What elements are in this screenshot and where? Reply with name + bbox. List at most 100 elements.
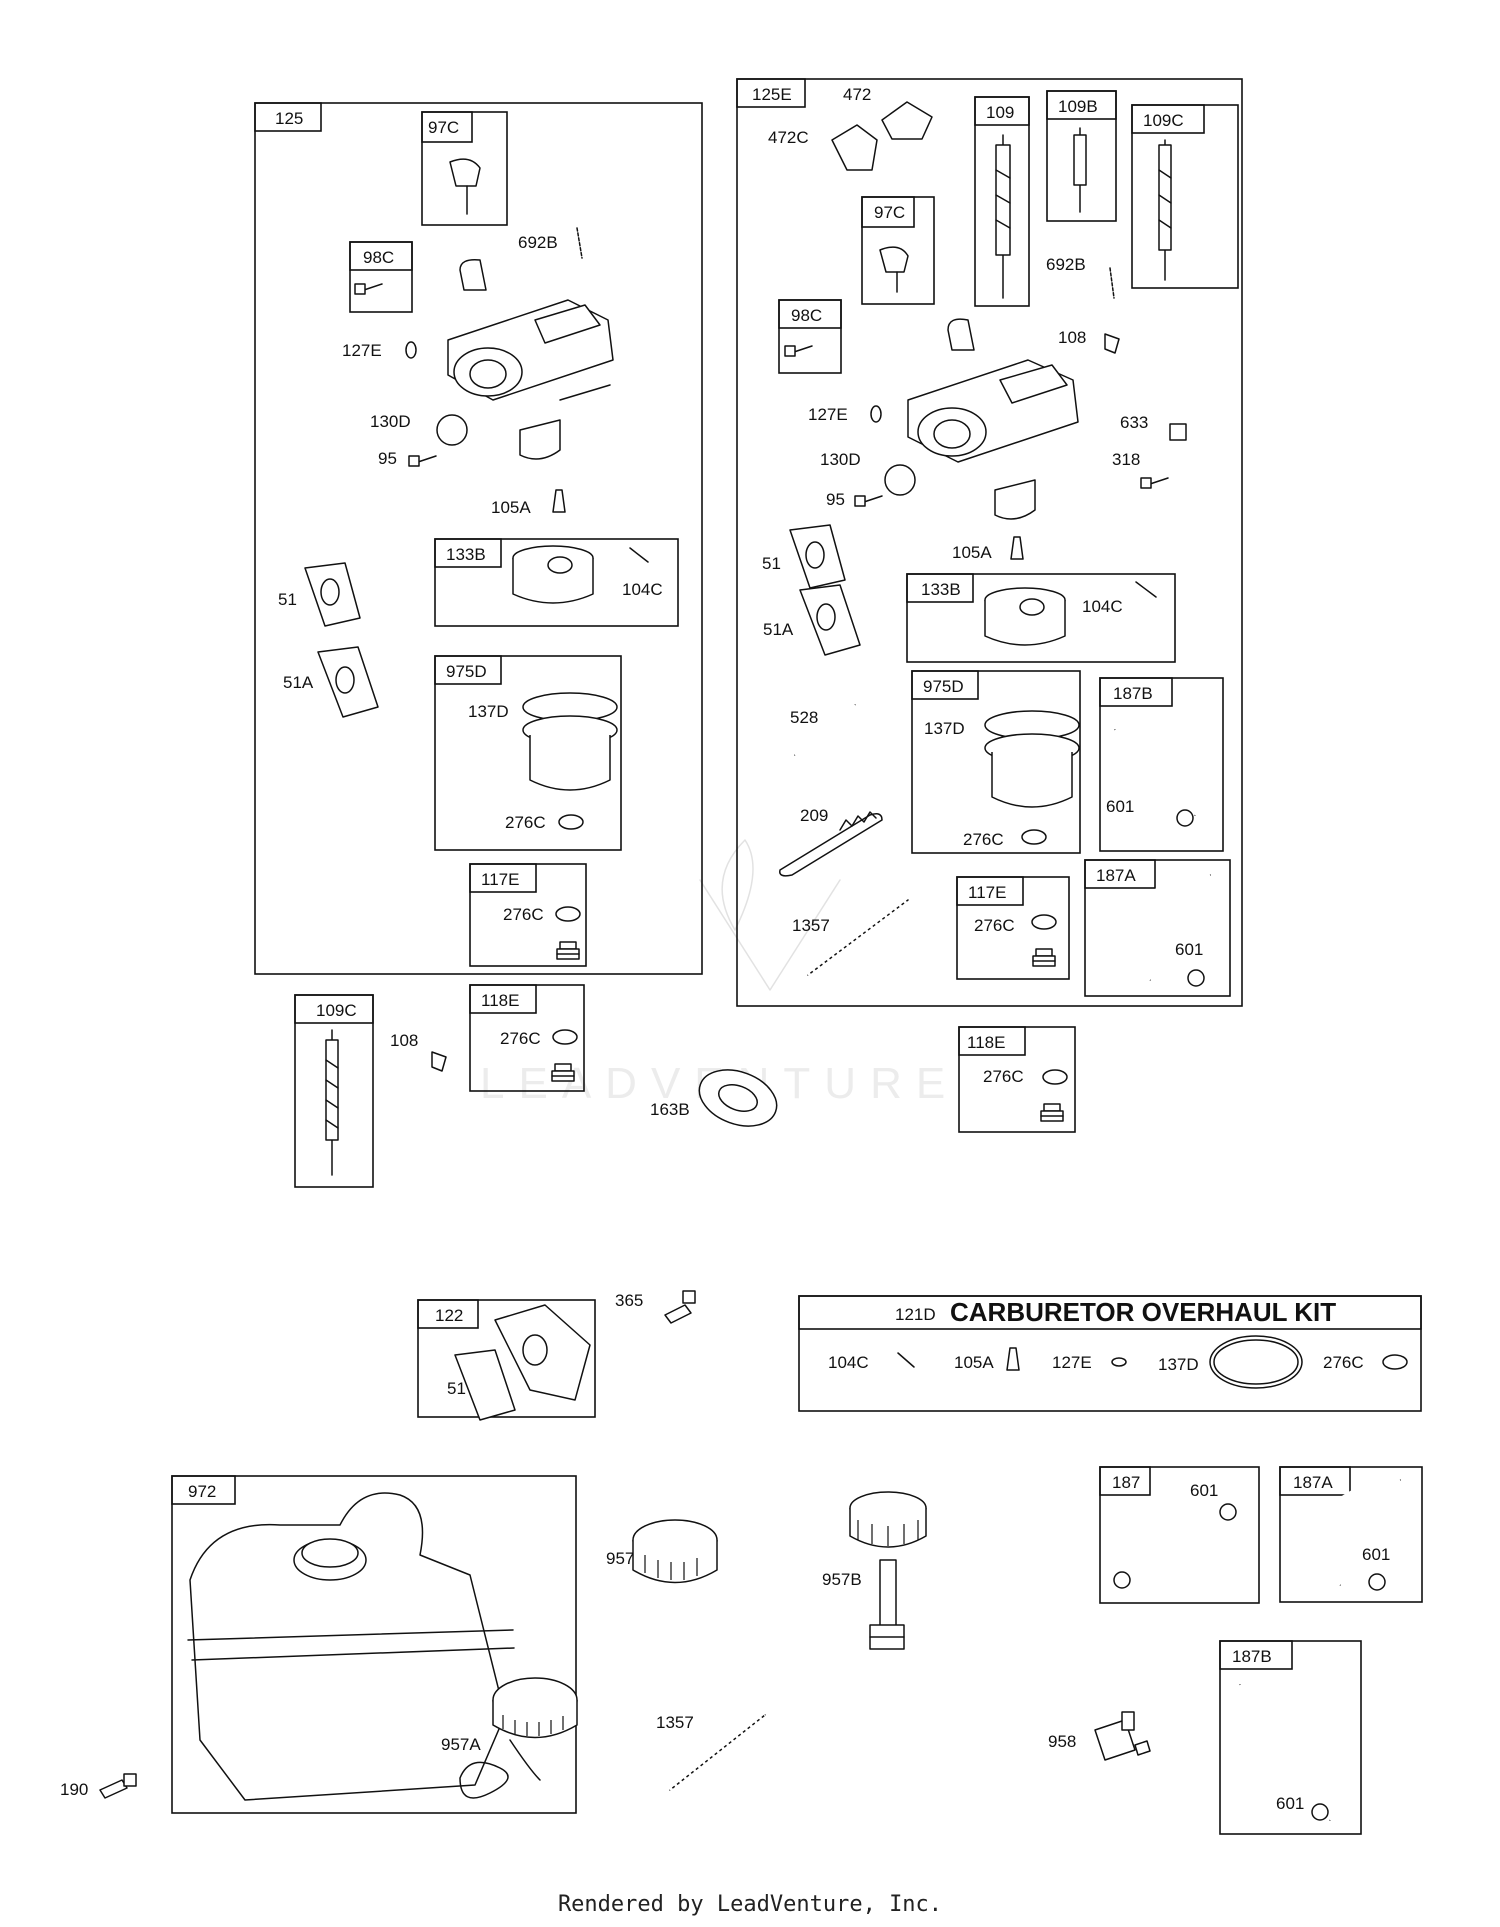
callout-104c: 104C	[828, 1353, 869, 1372]
gasket-part	[799, 584, 861, 656]
callout-957: 957	[606, 1549, 634, 1568]
fuel-line-part	[794, 704, 857, 757]
plug-part	[556, 941, 580, 960]
group-125-frame	[254, 102, 703, 975]
o-ring-part	[405, 341, 417, 359]
clamp-part	[1219, 1503, 1237, 1521]
choke-lever-part	[879, 246, 909, 293]
callout-276c: 276C	[974, 916, 1015, 935]
callout-601: 601	[1362, 1545, 1390, 1564]
callout-box-133b	[434, 538, 679, 627]
callout-318: 318	[1112, 450, 1140, 469]
screw-part	[854, 495, 883, 507]
callout-1357: 1357	[656, 1713, 694, 1732]
callout-box-122	[417, 1299, 596, 1418]
callout-127e: 127E	[808, 405, 848, 424]
group-125e-label: 125E	[752, 85, 792, 104]
pin-part	[897, 1352, 915, 1368]
callout-133b: 133B	[446, 545, 486, 564]
callout-118e: 118E	[481, 991, 519, 1010]
callout-127e: 127E	[1052, 1353, 1092, 1372]
callout-109b: 109B	[1058, 97, 1098, 116]
callout-105a: 105A	[491, 498, 531, 517]
callout-box-133b-2	[906, 573, 1176, 663]
gasket-part	[789, 524, 846, 589]
callout-975d: 975D	[446, 662, 487, 681]
callout-box-975d	[434, 655, 622, 851]
callout-108: 108	[390, 1031, 418, 1050]
screw-part	[354, 283, 383, 295]
callout-601: 601	[1276, 1794, 1304, 1813]
callout-95: 95	[378, 449, 397, 468]
fuel-cap-part	[459, 1677, 578, 1799]
spring-part	[779, 813, 883, 877]
float-part	[512, 545, 594, 604]
o-ring-part	[870, 405, 882, 423]
callout-601: 601	[1106, 797, 1134, 816]
cover-part	[831, 124, 878, 171]
callout-190: 190	[60, 1780, 88, 1799]
pump-part	[995, 134, 1011, 299]
o-ring-part	[1111, 1357, 1127, 1367]
callout-209: 209	[800, 806, 828, 825]
footer-credit: Rendered by LeadVenture, Inc.	[557, 1892, 943, 1917]
callout-692b: 692B	[1046, 255, 1086, 274]
callout-121d: 121D	[895, 1305, 936, 1324]
washer-part	[555, 906, 581, 922]
callout-51: 51	[447, 1379, 466, 1398]
gasket-part	[304, 562, 361, 627]
throttle-plate-part	[436, 414, 468, 446]
carburetor-assembly-part	[907, 318, 1079, 520]
float-bowl-part	[984, 710, 1080, 808]
spacer-part	[494, 1304, 591, 1401]
gasket-part	[698, 1069, 778, 1127]
callout-51: 51	[762, 554, 781, 573]
clamp-part	[1187, 969, 1205, 987]
clamp-part	[1113, 1571, 1131, 1589]
callout-187: 187	[1112, 1473, 1140, 1492]
group-125e-frame	[736, 78, 1243, 1007]
callout-130d: 130D	[370, 412, 411, 431]
callout-105a: 105A	[954, 1353, 994, 1372]
callout-276c: 276C	[500, 1029, 541, 1048]
bushing-part	[1169, 423, 1187, 441]
watermark-logo	[699, 839, 841, 991]
shutoff-valve-part	[1094, 1711, 1151, 1761]
callout-957b: 957B	[822, 1570, 862, 1589]
callout-957a: 957A	[441, 1735, 481, 1754]
callout-98c: 98C	[363, 248, 394, 267]
callout-95: 95	[826, 490, 845, 509]
callout-1357: 1357	[792, 916, 830, 935]
callout-276c: 276C	[503, 905, 544, 924]
callout-137d: 137D	[468, 702, 509, 721]
callout-133b: 133B	[921, 580, 961, 599]
fuel-cap-gauge-part	[849, 1491, 927, 1650]
clamp-part	[1311, 1803, 1329, 1821]
callout-601: 601	[1190, 1481, 1218, 1500]
fuel-tank-part	[187, 1492, 515, 1801]
callout-box-187b	[1099, 677, 1224, 852]
clamp-part	[1176, 809, 1194, 827]
callout-51a: 51A	[283, 673, 314, 692]
callout-box-972	[171, 1475, 577, 1814]
callout-97c: 97C	[874, 203, 905, 222]
screw-part	[784, 345, 813, 357]
callout-528: 528	[790, 708, 818, 727]
callout-163b: 163B	[650, 1100, 690, 1119]
pump-part	[1073, 127, 1087, 213]
callout-137d: 137D	[924, 719, 965, 738]
gasket-ring-part	[1209, 1335, 1303, 1389]
callout-109c: 109C	[1143, 111, 1184, 130]
throttle-plate-part	[884, 464, 916, 496]
callout-472c: 472C	[768, 128, 809, 147]
float-bowl-part	[522, 692, 618, 791]
gasket-part	[454, 1349, 516, 1421]
needle-part	[1006, 1347, 1020, 1371]
plug-part	[1040, 1103, 1064, 1122]
callout-108: 108	[1058, 328, 1086, 347]
callout-109: 109	[986, 103, 1014, 122]
pump-part	[325, 1029, 339, 1176]
callout-104c: 104C	[1082, 597, 1123, 616]
fuel-cap-part	[632, 1519, 718, 1584]
